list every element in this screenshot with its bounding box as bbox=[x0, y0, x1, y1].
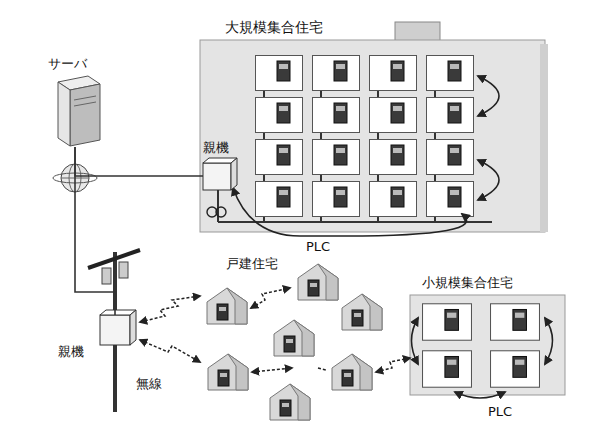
apartment-wiring bbox=[218, 72, 492, 222]
plc-arrows bbox=[233, 76, 499, 236]
node-text: 小規模集合住宅 bbox=[422, 275, 513, 291]
server-icon bbox=[58, 76, 100, 146]
building-node: 大規模集合住宅親機 bbox=[200, 40, 545, 232]
parent-unit-node: 親機 bbox=[58, 315, 130, 360]
wireless-label: 無線 bbox=[136, 376, 162, 392]
node-text: 親機 bbox=[58, 344, 84, 360]
server-node: サーバ bbox=[48, 56, 104, 147]
parent-unit-box bbox=[203, 158, 237, 217]
utility-pole bbox=[88, 250, 140, 412]
building-node: 小規模集合住宅 bbox=[410, 295, 565, 395]
plc-label: PLC bbox=[488, 404, 512, 420]
plc-label: PLC bbox=[306, 239, 330, 255]
area-label: 戸建住宅 bbox=[226, 256, 278, 272]
wireless-links bbox=[140, 288, 410, 372]
small-building bbox=[410, 295, 565, 398]
node-text: サーバ bbox=[48, 56, 87, 72]
network-line bbox=[75, 147, 115, 315]
apartment-units bbox=[256, 56, 474, 217]
detached-houses bbox=[207, 264, 382, 420]
node-text: 親機 bbox=[203, 140, 229, 156]
node-text: 大規模集合住宅 bbox=[225, 19, 323, 36]
large-building bbox=[200, 22, 548, 232]
parent-unit-node: 親機 bbox=[203, 140, 237, 190]
network-line bbox=[75, 147, 203, 176]
